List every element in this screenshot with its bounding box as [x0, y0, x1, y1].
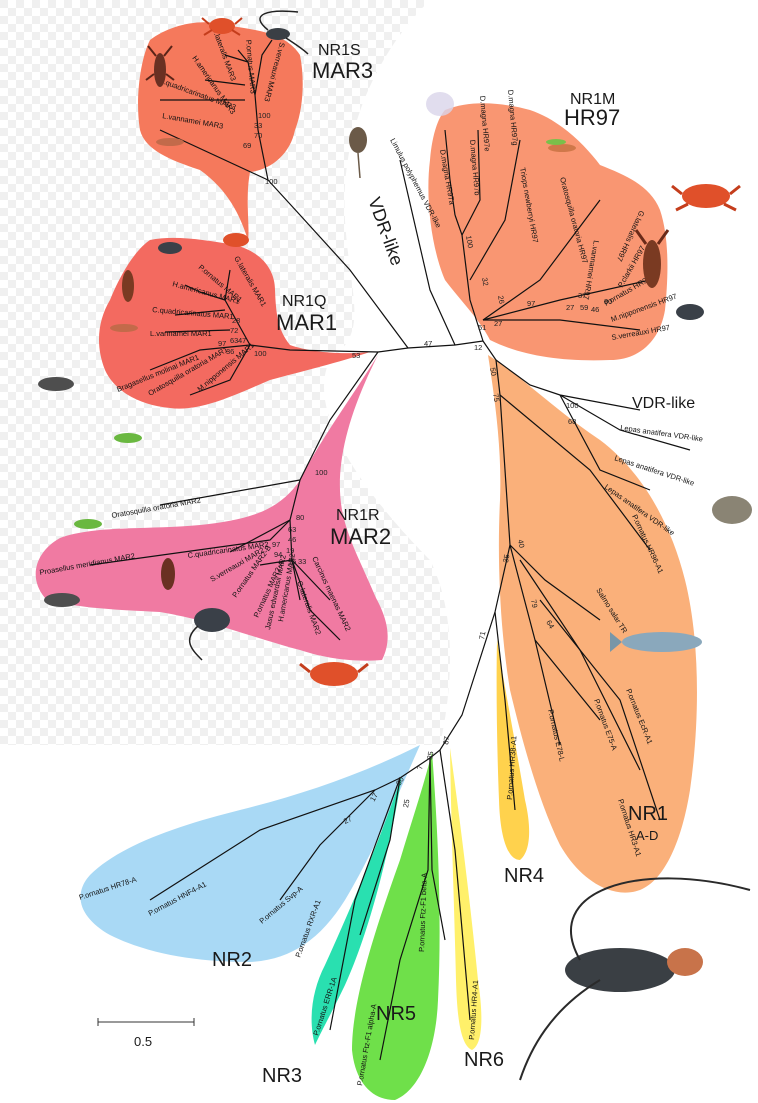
- support-value: 97: [527, 299, 535, 308]
- isopod-illustration: [44, 593, 80, 607]
- support-value: 79: [529, 599, 539, 609]
- daphnia-illustration: [426, 92, 454, 116]
- support-value: 27: [566, 303, 574, 312]
- spiny-lobster-illustration: [676, 304, 704, 320]
- support-value: 75: [491, 393, 501, 403]
- support-value: 68: [568, 417, 576, 426]
- mantis-shrimp-illustration: [114, 433, 142, 443]
- barnacle-illustration: [712, 496, 752, 524]
- support-value: 100: [258, 111, 271, 120]
- support-value: 40: [516, 539, 526, 549]
- shrimp-illustration: [548, 144, 576, 152]
- support-value: 51: [478, 323, 486, 332]
- clade-label-nr1r: NR1R: [336, 507, 380, 524]
- clade-label-vdr-like-right: VDR-like: [632, 395, 695, 412]
- support-value: 36: [226, 347, 234, 356]
- isopod-illustration: [38, 377, 74, 391]
- clade-label-nr4: NR4: [504, 865, 544, 887]
- support-value: 26: [496, 295, 506, 305]
- crab-illustration: [223, 233, 249, 247]
- shrimp-illustration: [156, 138, 184, 146]
- support-value: 71: [477, 631, 487, 641]
- support-value: 100: [254, 349, 267, 358]
- clade-label-mar3: MAR3: [312, 58, 373, 83]
- scale-bar-line: [98, 1018, 194, 1026]
- crab-illustration: [672, 184, 740, 210]
- mantis-shrimp-illustration: [74, 519, 102, 529]
- support-value: 59: [580, 303, 588, 312]
- support-value: 87: [441, 736, 451, 746]
- support-value: 53: [352, 351, 360, 360]
- support-value: 94: [274, 550, 282, 559]
- clade-label-vdr-like-left: VDR-like: [364, 195, 407, 269]
- support-value: 33: [254, 121, 262, 130]
- scale-bar: 0.5: [98, 1018, 194, 1049]
- support-value: 69: [243, 141, 251, 150]
- mantis-shrimp-illustration: [546, 139, 566, 145]
- support-value: 35: [425, 751, 435, 761]
- leaf-label: L.vannamei MAR1: [150, 329, 212, 338]
- leaf-label: Lepas anatifera VDR-like: [620, 423, 704, 444]
- shrimp-illustration: [110, 324, 138, 332]
- support-value: 7: [415, 765, 425, 771]
- support-value: 63: [288, 525, 296, 534]
- support-value: 37: [578, 291, 586, 300]
- clade-label-nr5: NR5: [376, 1003, 416, 1025]
- clade-label-nr1: NR1: [628, 803, 668, 825]
- support-value: 32: [480, 277, 490, 287]
- scale-bar-label: 0.5: [134, 1034, 152, 1049]
- support-value: 12: [474, 343, 482, 352]
- horseshoe-crab-illustration: [349, 127, 367, 178]
- clade-shape-nr2: [80, 745, 420, 962]
- lobster-illustration: [161, 558, 175, 590]
- clade-label-nr3: NR3: [262, 1065, 302, 1087]
- support-value: 97: [272, 540, 280, 549]
- support-value: 47: [424, 339, 432, 348]
- support-value: 27: [494, 319, 502, 328]
- clade-label-hr97: HR97: [564, 105, 620, 130]
- support-value: 25: [401, 799, 411, 809]
- support-value: 80: [604, 297, 612, 306]
- clade-label-nr1q: NR1Q: [282, 293, 326, 310]
- support-value: 46: [591, 305, 599, 314]
- clade-label-nr1s: NR1S: [318, 42, 361, 59]
- clade-label-nr2: NR2: [212, 949, 252, 971]
- support-value: 33: [298, 557, 306, 566]
- clade-label-mar2: MAR2: [330, 524, 391, 549]
- support-value: 16: [288, 557, 296, 566]
- support-value: 19: [286, 546, 294, 555]
- clade-label-nr6: NR6: [464, 1049, 504, 1071]
- support-value: 100: [315, 468, 328, 477]
- support-value: 50: [488, 367, 498, 377]
- support-value: 47: [238, 336, 246, 345]
- support-value: 80: [296, 513, 304, 522]
- support-value: 100: [566, 401, 579, 410]
- support-value: 35: [501, 554, 511, 564]
- spiny-lobster-illustration: [158, 242, 182, 254]
- lobster-illustration: [122, 270, 134, 302]
- support-value: 28: [232, 316, 240, 325]
- support-value: 46: [288, 535, 296, 544]
- support-value: 72: [230, 326, 238, 335]
- spiny-lobster-illustration: [520, 878, 750, 1080]
- clade-label-mar1: MAR1: [276, 310, 337, 335]
- support-value: 100: [265, 177, 278, 186]
- support-value: 70: [254, 131, 262, 140]
